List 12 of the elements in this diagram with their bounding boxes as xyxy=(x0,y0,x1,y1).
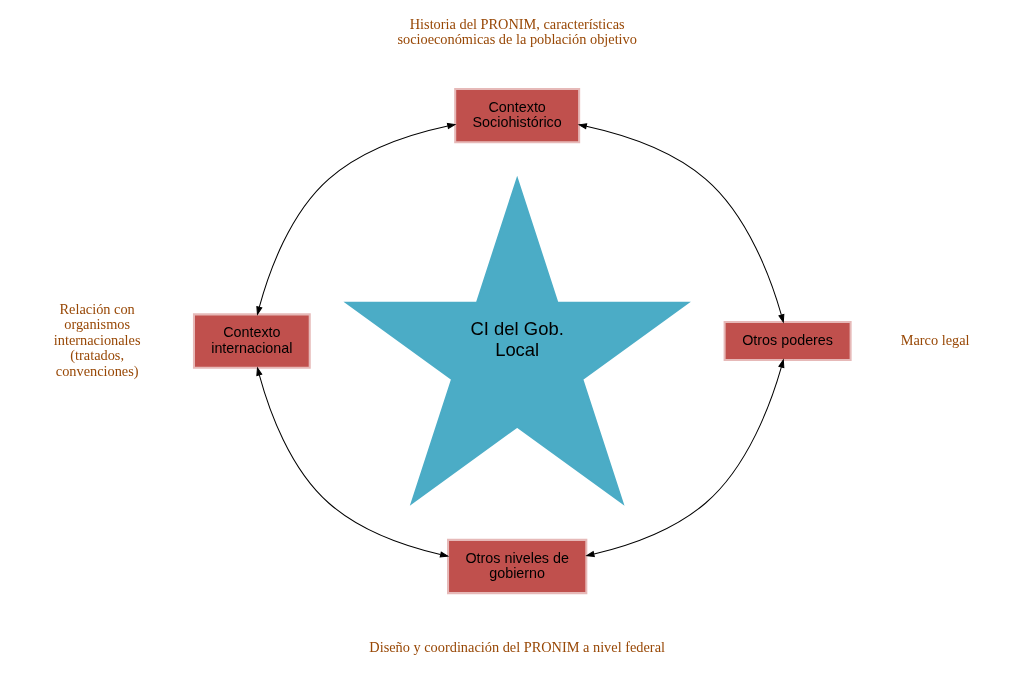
arrow xyxy=(255,365,449,558)
arrow xyxy=(584,358,784,557)
node-label: Marco legal xyxy=(900,331,970,348)
node-box: Otros niveles de gobierno xyxy=(446,538,587,594)
arrow xyxy=(577,122,784,323)
node-label: Relación con organismos internacionales (tratados, convenciones) xyxy=(53,300,141,379)
node-box: Contexto internacional xyxy=(192,312,311,369)
node-box: Contexto Sociohistórico xyxy=(453,87,580,143)
node-label: Historia del PRONIM, características socioeconómicas de la población objetivo xyxy=(396,15,637,47)
node-label: Diseño y coordinación del PRONIM a nivel federal xyxy=(368,638,665,655)
node-box: Otros poderes xyxy=(723,320,852,361)
arrow xyxy=(255,122,456,316)
